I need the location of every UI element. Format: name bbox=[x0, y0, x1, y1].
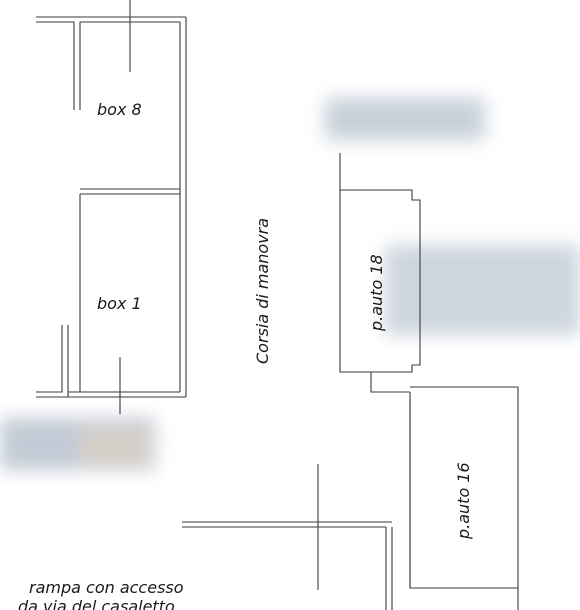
corsia-label: Corsia di manovra bbox=[253, 218, 272, 364]
box8-top-wall-inner bbox=[36, 21, 75, 80]
box1-lower-left-a bbox=[36, 325, 63, 393]
pauto16-label: p.auto 16 bbox=[454, 462, 473, 540]
redacted-patch-bottom-left-warm bbox=[80, 428, 150, 466]
rampa-label-line2: da via del casaletto bbox=[18, 597, 175, 610]
rampa-label-line1: rampa con accesso bbox=[29, 578, 184, 597]
parking-16 bbox=[385, 386, 519, 610]
pauto18-connector bbox=[370, 372, 410, 393]
redacted-patch-middle bbox=[385, 245, 580, 335]
parking-18 bbox=[339, 153, 421, 393]
redacted-areas bbox=[0, 98, 580, 470]
ramp-area bbox=[182, 464, 392, 590]
pauto18-label: p.auto 18 bbox=[367, 254, 386, 332]
box1-label: box 1 bbox=[97, 294, 142, 313]
pauto18-outline bbox=[339, 153, 421, 373]
redacted-patch-top bbox=[325, 98, 485, 140]
garage-boxes bbox=[36, 0, 187, 414]
box8-label: box 8 bbox=[97, 100, 142, 119]
box1-lower-left-b bbox=[36, 325, 69, 398]
